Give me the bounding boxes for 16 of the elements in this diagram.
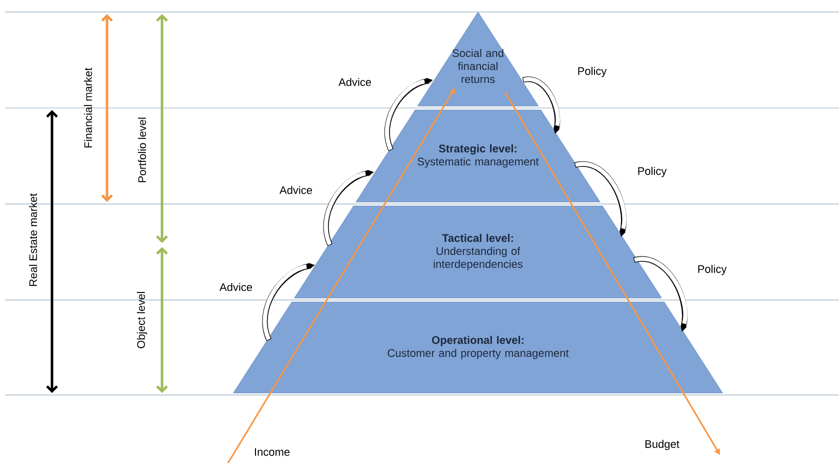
pyramid-level: Tactical level: Understanding of interdependencies [294, 206, 662, 298]
side-label: Portfolio level [138, 118, 146, 182]
edge-label: Policy [698, 264, 727, 276]
pyramid-level: Social and financial returns [417, 12, 539, 106]
edge-label: Income [255, 448, 290, 456]
side-label: Financial market [84, 68, 92, 148]
pyramid-level: Strategic level: Systematic management [356, 110, 600, 202]
edge-label: Policy [638, 166, 667, 178]
edge-label: Advice [338, 78, 372, 86]
pyramid-level: Operational level: Customer and property management [233, 302, 723, 394]
side-label: Object level [136, 292, 148, 348]
edge-label: Budget [645, 440, 680, 450]
edge-label: Advice [280, 186, 312, 194]
edge-label: Advice [220, 282, 252, 292]
edge-label: Policy [578, 66, 607, 78]
side-label: Real Estate market [28, 193, 38, 286]
